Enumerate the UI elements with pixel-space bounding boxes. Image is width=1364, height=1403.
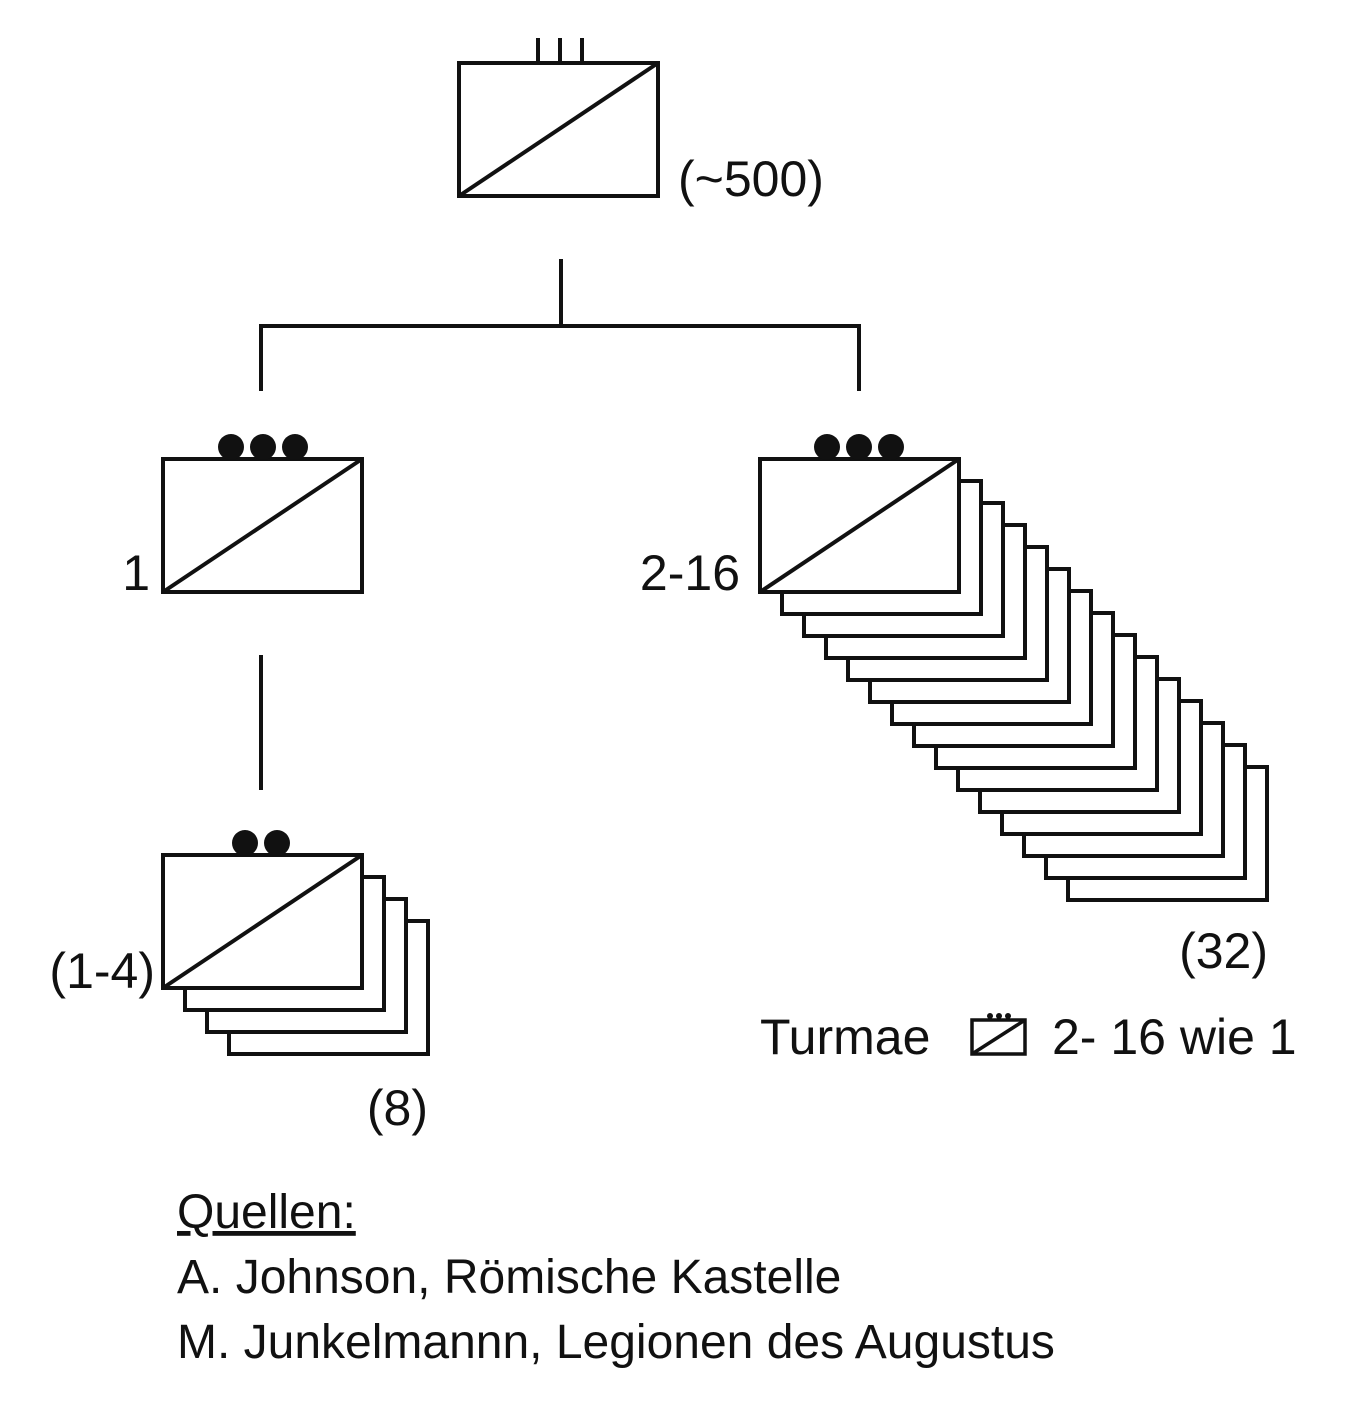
sub-unit-label: (1-4) xyxy=(49,943,155,999)
right-unit-echelon-marker xyxy=(814,434,904,460)
sub-unit-total: (8) xyxy=(367,1080,428,1136)
right-unit-total: (32) xyxy=(1179,923,1268,979)
top-unit-strength: (~500) xyxy=(678,151,824,207)
left-unit-echelon-marker xyxy=(218,434,308,460)
left-unit-symbol xyxy=(161,457,364,594)
right-unit-stack xyxy=(780,479,1269,902)
note-range: 2- 16 wie 1 xyxy=(1052,1009,1297,1065)
connectors xyxy=(259,259,861,790)
right-unit-symbol xyxy=(758,457,961,594)
sub-unit-echelon-marker xyxy=(232,830,290,856)
source-item: A. Johnson, Römische Kastelle xyxy=(177,1251,841,1304)
cavalry-unit-icon xyxy=(970,1013,1027,1056)
top-unit-echelon-marker xyxy=(536,38,584,63)
left-unit-label: 1 xyxy=(122,545,150,601)
source-item: M. Junkelmannn, Legionen des Augustus xyxy=(177,1316,1055,1369)
top-unit-symbol xyxy=(457,61,660,198)
sub-unit-symbol xyxy=(161,853,364,990)
right-unit-label: 2-16 xyxy=(640,545,740,601)
sources-heading: Quellen: xyxy=(177,1186,356,1239)
note-turmae: Turmae xyxy=(760,1009,930,1065)
